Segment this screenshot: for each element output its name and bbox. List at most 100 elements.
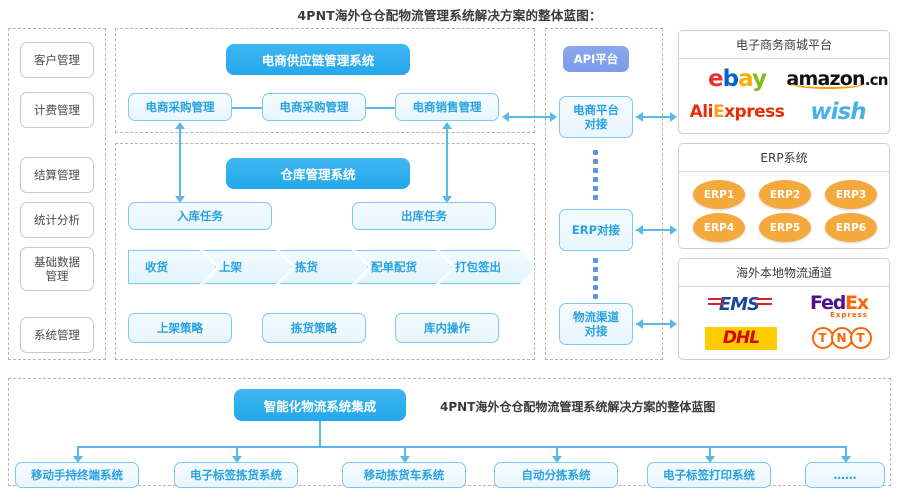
bottom-item-mobile-handheld[interactable]: 移动手持终端系统 [15, 462, 139, 488]
bottom-branch-arrow [232, 456, 242, 463]
sidebar-item-customer[interactable]: 客户管理 [20, 42, 94, 78]
api-separator-dot [593, 267, 598, 272]
api-separator-dot [593, 177, 598, 182]
dhl-logo: DHL [695, 323, 787, 353]
putaway-strategy-box[interactable]: 上架策略 [128, 313, 232, 343]
bottom-item-etag-printing[interactable]: 电子标签打印系统 [647, 462, 771, 488]
arrow-left-to-sales [502, 112, 509, 122]
supply-chain-container [115, 28, 535, 133]
inbound-task-box[interactable]: 入库任务 [128, 202, 272, 230]
sidebar-container [8, 28, 106, 360]
bottom-branch-arrow [841, 456, 851, 463]
sidebar-item-system[interactable]: 系统管理 [20, 317, 94, 353]
amazon-logo: amazon.cn [786, 68, 888, 90]
arrow-right-to-logistics-panel [670, 319, 677, 329]
process-step-putaway[interactable]: 上架 [204, 250, 292, 284]
bottom-item-mobile-cart[interactable]: 移动拣货车系统 [342, 462, 466, 488]
ebay-logo: ebay [708, 66, 767, 92]
api-separator-dot [593, 276, 598, 281]
api-connector-erp[interactable]: ERP对接 [559, 209, 633, 251]
bottom-item-auto-sorting[interactable]: 自动分拣系统 [494, 462, 618, 488]
bottom-branch-line [845, 446, 847, 458]
arrow-right-to-ecommerce-panel [670, 112, 677, 122]
bottom-branch-line [236, 446, 238, 458]
erp-item[interactable]: ERP6 [825, 213, 877, 242]
bottom-branch-arrow [73, 456, 83, 463]
erp-item[interactable]: ERP5 [759, 213, 811, 242]
bottom-branch-line [556, 446, 558, 458]
page-title: 4PNT海外仓仓配物流管理系统解决方案的整体蓝图： [297, 8, 602, 23]
connector-api-to-ecommerce-panel [636, 116, 676, 118]
api-separator-dot [593, 150, 598, 155]
arrow-right-to-api-ecommerce [550, 112, 557, 122]
ems-logo: EMS [693, 289, 785, 319]
wish-logo: wish [810, 99, 866, 125]
erp-item[interactable]: ERP3 [825, 180, 877, 209]
api-platform-header: API平台 [563, 46, 629, 72]
picking-strategy-box[interactable]: 拣货策略 [262, 313, 366, 343]
process-step-receive[interactable]: 收货 [128, 250, 216, 284]
erp-item[interactable]: ERP2 [759, 180, 811, 209]
api-separator-dot [593, 159, 598, 164]
warehouse-container [115, 143, 535, 360]
bottom-branch-arrow [400, 456, 410, 463]
bottom-branch-arrow [705, 456, 715, 463]
outbound-task-box[interactable]: 出库任务 [352, 202, 496, 230]
api-separator-dot [593, 195, 598, 200]
arrow-up-outbound-to-sales [442, 122, 452, 129]
bottom-item-etag-picking[interactable]: 电子标签拣货系统 [174, 462, 298, 488]
connector-api-to-erp-panel [636, 229, 676, 231]
arrow-right-to-erp-panel [670, 225, 677, 235]
connector-sales-to-api [508, 116, 556, 118]
erp-item[interactable]: ERP4 [693, 213, 745, 242]
arrow-left-to-api-erp [636, 225, 643, 235]
api-separator-dot [593, 258, 598, 263]
erp-panel-body: ERP1 ERP2 ERP3 ERP4 ERP5 ERP6 [679, 172, 889, 247]
api-container [545, 28, 663, 360]
bottom-bus-line [77, 446, 845, 448]
api-separator-dot [593, 285, 598, 290]
api-connector-logistics[interactable]: 物流渠道 对接 [559, 303, 633, 345]
bottom-item-more[interactable]: …… [805, 462, 885, 488]
arrow-left-to-api-logistics [636, 319, 643, 329]
logistics-panel-title: 海外本地物流通道 [679, 259, 889, 287]
connector-sales-outbound [446, 128, 448, 198]
ecommerce-panel-body: ebay amazon.cn AliExpress wish [679, 59, 889, 132]
bottom-trunk-line [319, 421, 321, 446]
sidebar-item-statistics[interactable]: 统计分析 [20, 202, 94, 238]
api-connector-ecommerce[interactable]: 电商平台 对接 [559, 96, 633, 138]
connector-purchase1-to-purchase2 [232, 107, 262, 109]
connector-purchase2-to-sales [366, 107, 395, 109]
arrow-up-inbound-to-purchase [175, 122, 185, 129]
api-separator-dot [593, 294, 598, 299]
ecommerce-purchase-box-1[interactable]: 电商采购管理 [128, 93, 232, 121]
bottom-note: 4PNT海外仓仓配物流管理系统解决方案的整体蓝图 [440, 400, 716, 414]
api-separator-dot [593, 168, 598, 173]
supply-chain-header: 电商供应链管理系统 [226, 44, 410, 75]
erp-system-panel: ERP系统 ERP1 ERP2 ERP3 ERP4 ERP5 ERP6 [678, 143, 890, 249]
bottom-branch-line [404, 446, 406, 458]
erp-item[interactable]: ERP1 [693, 180, 745, 209]
ecommerce-sales-box[interactable]: 电商销售管理 [395, 93, 499, 121]
aliexpress-logo: AliExpress [689, 102, 785, 122]
sidebar-item-billing[interactable]: 计费管理 [20, 92, 94, 128]
ecommerce-purchase-box-2[interactable]: 电商采购管理 [262, 93, 366, 121]
in-warehouse-operation-box[interactable]: 库内操作 [395, 313, 499, 343]
bottom-branch-arrow [552, 456, 562, 463]
ecommerce-panel-title: 电子商务商城平台 [679, 31, 889, 59]
connector-api-to-logistics-panel [636, 323, 676, 325]
api-separator-dot [593, 186, 598, 191]
sidebar-item-master-data[interactable]: 基础数据 管理 [20, 247, 94, 291]
sidebar-item-settlement[interactable]: 结算管理 [20, 157, 94, 193]
bottom-branch-line [77, 446, 79, 458]
bottom-branch-line [709, 446, 711, 458]
arrow-left-to-api-ecommerce [636, 112, 643, 122]
ecommerce-platform-panel: 电子商务商城平台 ebay amazon.cn AliExpress wish [678, 30, 890, 134]
erp-panel-title: ERP系统 [679, 144, 889, 172]
intelligent-logistics-header: 智能化物流系统集成 [234, 389, 406, 421]
